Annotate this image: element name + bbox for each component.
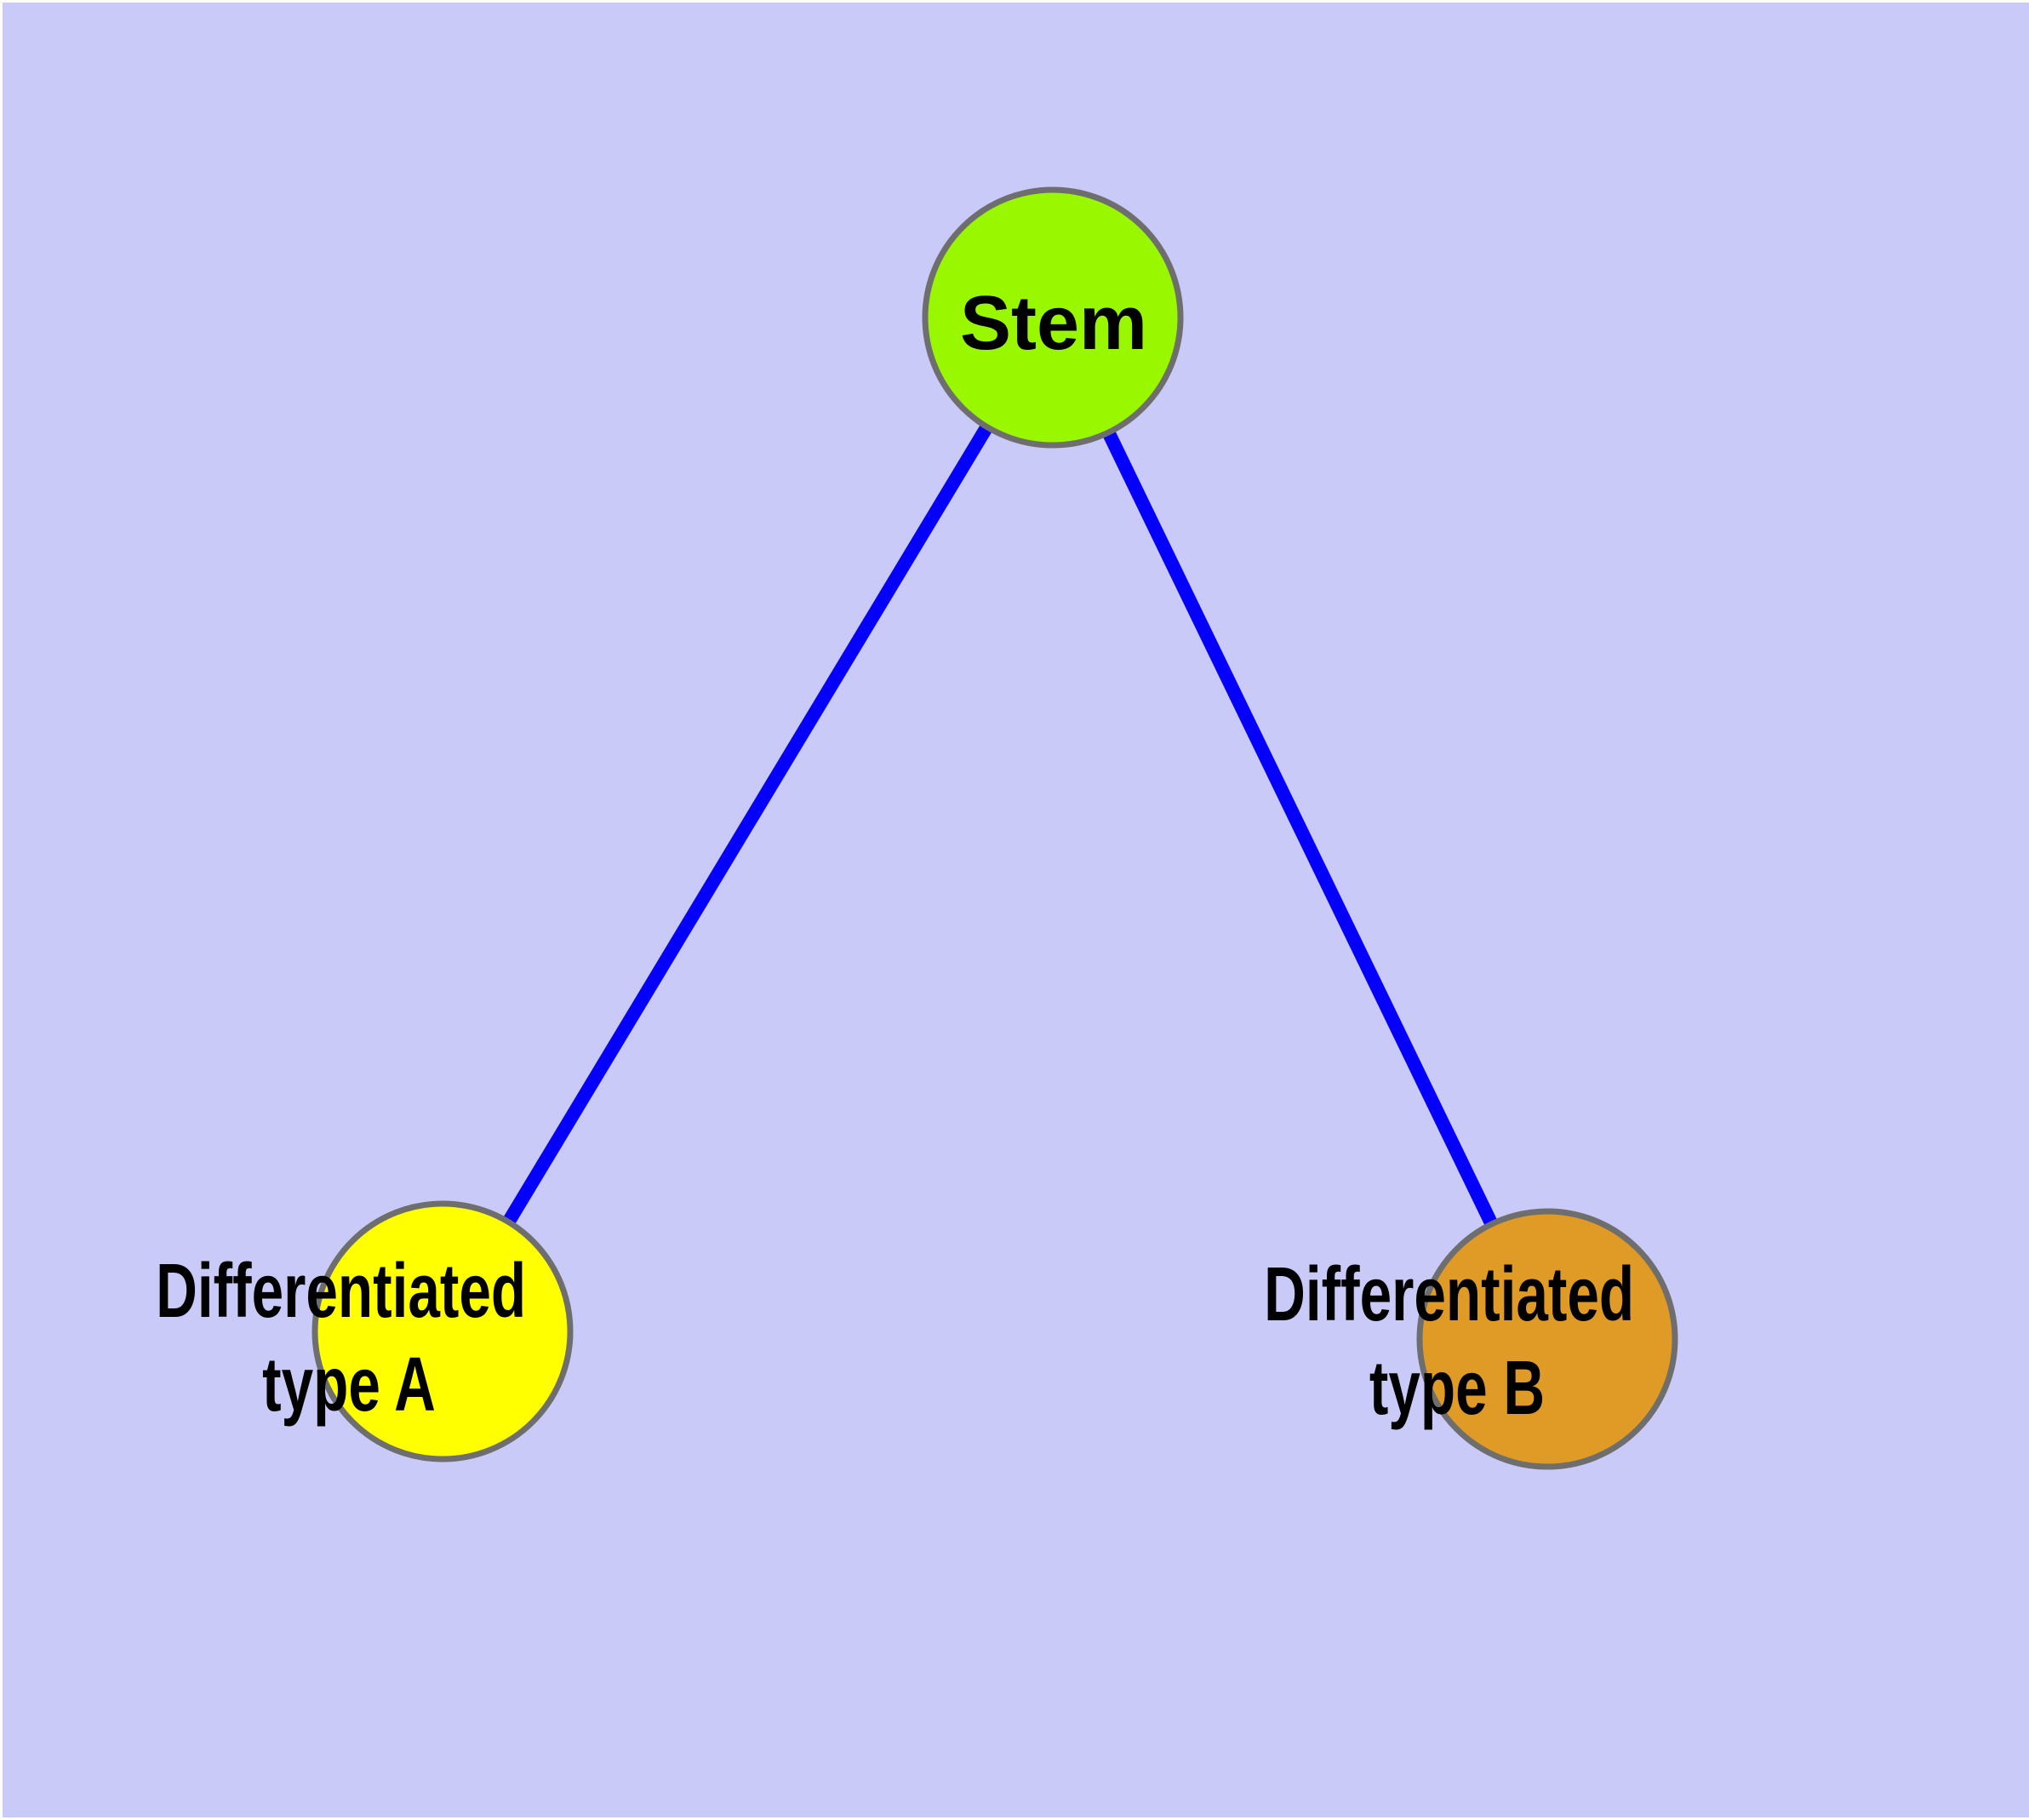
stem-node-label: Stem: [960, 281, 1147, 366]
differentiated-type-a-label-line1: Differentiated: [156, 1248, 526, 1334]
differentiated-type-b-node: [1416, 1208, 1678, 1470]
differentiated-type-a-label: Differentiated type A: [156, 1248, 542, 1428]
stem-node: [922, 186, 1184, 449]
differentiated-type-a-node: [311, 1200, 574, 1462]
edge-stem-to-type-b: [1046, 314, 1554, 1342]
differentiated-type-b-label: Differentiated type B: [1264, 1251, 1650, 1431]
differentiated-type-b-label-line2: type B: [1369, 1345, 1545, 1431]
differentiated-type-b-label-line1: Differentiated: [1264, 1251, 1634, 1337]
differentiated-type-a-label-line2: type A: [262, 1342, 436, 1428]
edge-stem-to-type-a: [437, 313, 1059, 1336]
